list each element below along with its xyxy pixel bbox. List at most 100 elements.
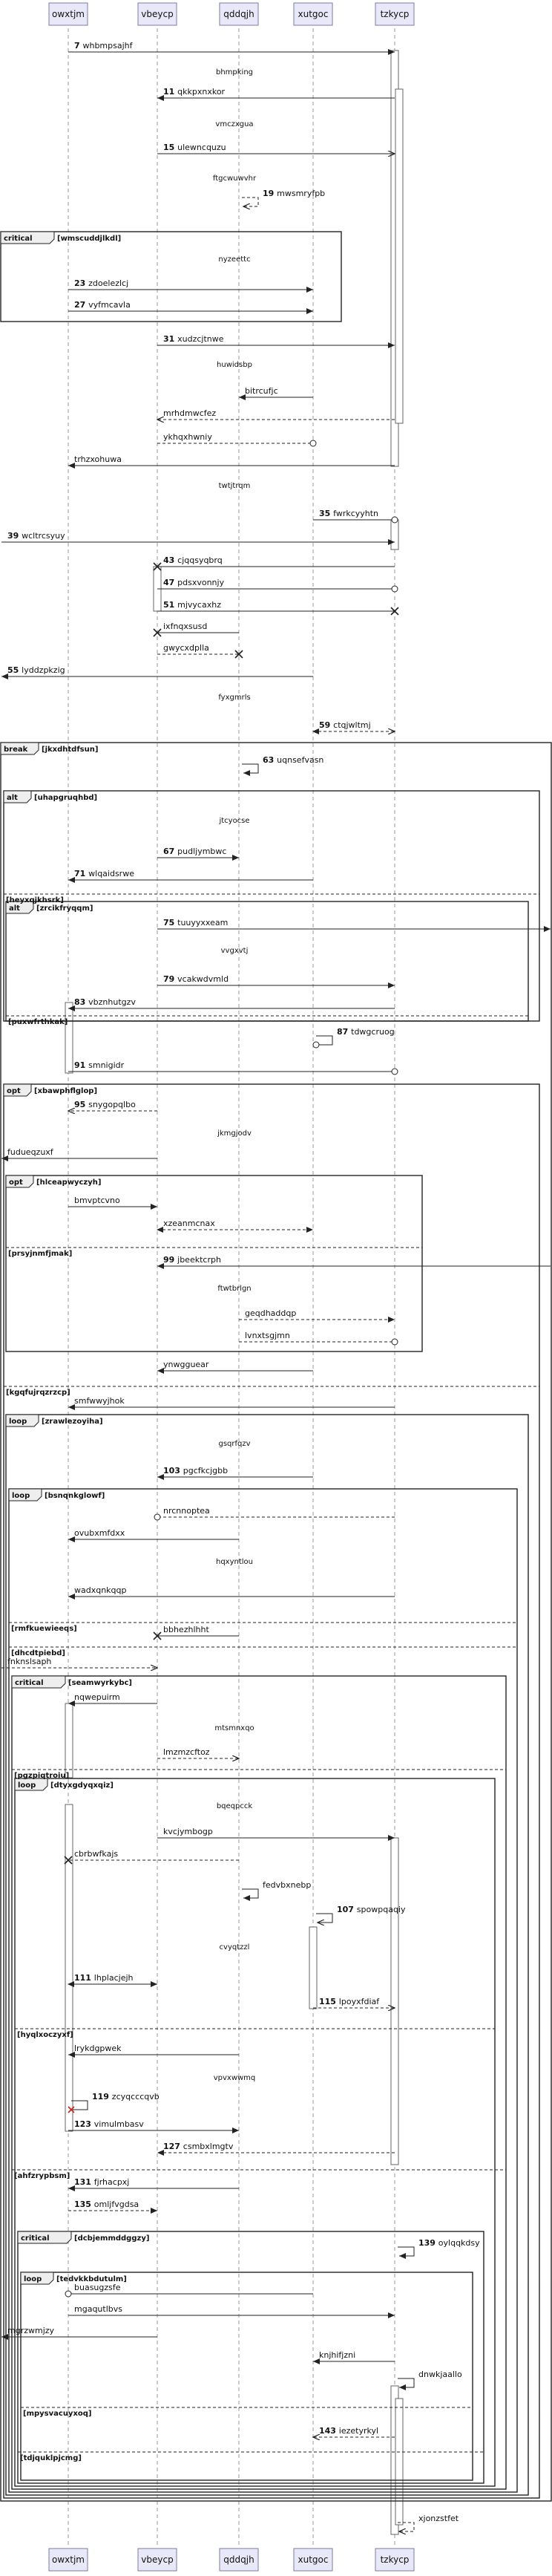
message-text: zdoelezlcj (88, 278, 128, 288)
message-label: 23 zdoelezlcj (74, 278, 128, 288)
participant-vbeycp[interactable]: vbeycp (137, 2548, 177, 2572)
participant-xutgoc[interactable]: xutgoc (293, 2548, 333, 2572)
message: mgrzwmjzy (1, 2326, 157, 2340)
message: 91 smnigidr (68, 1060, 398, 1075)
self-message-arrow (242, 763, 259, 776)
participant-owxtjm[interactable]: owxtjm (48, 2, 88, 26)
message-number: 139 (418, 2238, 438, 2248)
else-guard: [tdjquklpjcmg] (20, 2454, 82, 2462)
message-label: bmvptcvno (74, 1196, 120, 1205)
activation-bar (309, 1926, 318, 2009)
message-text: xudzcjtnwe (177, 334, 224, 344)
divider-label: vpvxwwmq (214, 2074, 256, 2082)
message-text: ykhqxhwniy (163, 432, 212, 442)
self-message-arrow (398, 2246, 415, 2259)
message: 39 wcltrcsyuy (1, 531, 395, 545)
message-label: 87 tdwgcruog (337, 1027, 395, 1037)
message: 67 pudljymbwc (157, 847, 239, 861)
message-number: 55 (7, 665, 22, 675)
participant-label: qddqjh (223, 2554, 254, 2565)
destroy-icon (68, 2106, 75, 2113)
participant-tzkycp[interactable]: tzkycp (375, 2, 415, 26)
message-text: trhzxohuwa (74, 454, 122, 464)
participant-box (375, 2548, 415, 2572)
message: 35 fwrkcyyhtn (313, 509, 398, 524)
fragment-keyword: opt (7, 1087, 21, 1095)
else-guard: [puxwfrthkak] (8, 1018, 68, 1026)
message: 15 ulewncquzu (157, 143, 395, 154)
message-text: mgrzwmjzy (7, 2326, 55, 2335)
message-number: 39 (7, 531, 22, 541)
message-text: fjrhacpxj (94, 2177, 130, 2187)
participant-box (137, 2, 177, 26)
participant-box (219, 2, 259, 26)
message-label: 7 whbmpsajhf (74, 41, 134, 50)
participant-qddqjh[interactable]: qddqjh (219, 2, 259, 26)
message-label: nrcnnoptea (163, 1506, 210, 1516)
fragment-tab (5, 1414, 39, 1427)
message: ovubxmfdxx (68, 1528, 239, 1542)
fragment-critical: critical [seamwyrkybc] (11, 1675, 507, 2490)
divider-label: gsqrfqzv (218, 1440, 250, 1448)
participant-label: vbeycp (141, 2554, 173, 2565)
else-section: [kgqfujrqzrzcp] (4, 1386, 539, 1397)
message: 31 xudzcjtnwe (157, 334, 395, 348)
message: cbrbwfkajs (64, 1849, 239, 1865)
message: ixfnqxsusd (153, 622, 239, 637)
message: ykhqxhwniy (157, 432, 317, 447)
else-guard: [hyqlxoczyxf] (17, 2031, 73, 2039)
message-label: lmzmzcftoz (163, 1747, 210, 1757)
message-text: knjhifjzni (319, 2350, 355, 2360)
message-number: 71 (74, 869, 88, 878)
else-section: [rmfkuewieeqs] (9, 1622, 517, 1633)
destroy-icon (153, 562, 162, 571)
message-label: 115 lpoyxfdiaf (319, 1997, 380, 2006)
fragment-keyword: critical (15, 1679, 44, 1687)
fragment-guard: [zrcikfryqqm] (36, 904, 93, 913)
message: 107 spowpqaqiy (316, 1905, 406, 1923)
else-guard: [kgqfujrqzrzcp] (6, 1389, 70, 1397)
participant-box (293, 2, 333, 26)
else-section: [ahfzrypbsm] (12, 2169, 506, 2180)
fragment-guard: [dtyxgdyqxqiz] (50, 1781, 114, 1790)
fragment-frame (5, 1414, 529, 2496)
divider-label: bhmpking (216, 68, 253, 76)
participant-owxtjm[interactable]: owxtjm (48, 2548, 88, 2572)
participant-tzkycp[interactable]: tzkycp (375, 2548, 415, 2572)
message-text: xzeanmcnax (163, 1219, 215, 1228)
divider-label: nyzeettc (218, 255, 250, 264)
fragment-frame (0, 742, 552, 2502)
self-message-arrow (316, 1035, 333, 1046)
fragment-guard: [seamwyrkybc] (68, 1679, 132, 1687)
message-number: 123 (74, 2119, 94, 2129)
message-number: 79 (163, 974, 177, 984)
message-number: 27 (74, 300, 88, 310)
participant-label: owxtjm (52, 9, 85, 19)
message: 59 ctqjwltmj (313, 720, 395, 731)
message-number: 47 (163, 578, 177, 587)
divider-label: bqeqpcck (217, 1802, 253, 1810)
message-number: 107 (337, 1905, 357, 1914)
message-text: iezetyrkyl (339, 2426, 378, 2436)
message: fudueqzuxf (1, 1147, 157, 1161)
message-label: trhzxohuwa (74, 454, 122, 464)
message-label: 107 spowpqaqiy (337, 1905, 406, 1914)
participant-qddqjh[interactable]: qddqjh (219, 2548, 259, 2572)
message-text: dnwkjaallo (418, 2370, 462, 2379)
fragment-keyword: alt (7, 794, 18, 802)
message: 115 lpoyxfdiaf (313, 1997, 395, 2008)
message-text: snygopqlbo (88, 1100, 136, 1109)
message-number: 127 (163, 2142, 183, 2151)
participant-vbeycp[interactable]: vbeycp (137, 2, 177, 26)
message-number: 19 (263, 189, 277, 198)
message-text: ulewncquzu (177, 143, 226, 152)
message: 83 vbznhutgzv (68, 997, 395, 1011)
message-label: cbrbwfkajs (74, 1849, 118, 1859)
self-message-arrow (398, 2522, 415, 2531)
message-label: 119 zcyqcccqvb (92, 2092, 160, 2101)
participant-xutgoc[interactable]: xutgoc (293, 2, 333, 26)
divider-label: mtsmnxqo (214, 1724, 254, 1732)
message-number: 115 (319, 1997, 339, 2006)
circle-end-icon (391, 585, 398, 593)
participant-box (137, 2548, 177, 2572)
